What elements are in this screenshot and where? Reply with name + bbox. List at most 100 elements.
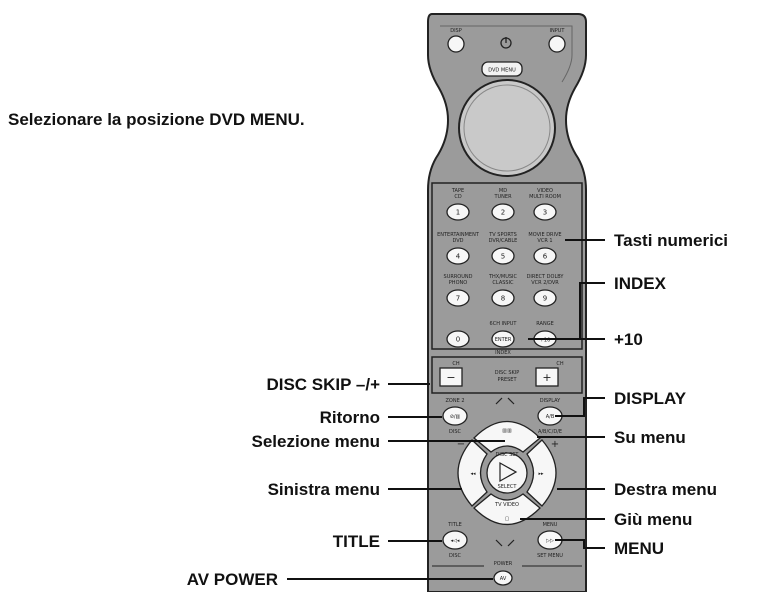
- label-plus10: +10: [614, 330, 643, 349]
- direction-pad: ▥▥ TV VIDEO ▢ ◂◂ ▸▸ DISC SET SELECT − +: [457, 397, 559, 547]
- svg-text:9: 9: [543, 295, 547, 303]
- svg-text:DIRECT DOLBY: DIRECT DOLBY: [527, 274, 565, 280]
- svg-text:+: +: [542, 371, 551, 384]
- down-menu-button[interactable]: [473, 493, 541, 526]
- disc-skip-minus-button[interactable]: −: [439, 367, 463, 387]
- svg-text:CLASSIC: CLASSIC: [492, 280, 514, 286]
- svg-text:SET MENU: SET MENU: [537, 553, 563, 559]
- dvd-menu-selector[interactable]: DVD MENU: [481, 61, 523, 77]
- svg-text:THX/MUSIC: THX/MUSIC: [488, 274, 518, 280]
- svg-text:+10: +10: [540, 338, 551, 344]
- key-0[interactable]: 0: [446, 330, 470, 348]
- svg-text:DISP: DISP: [450, 28, 462, 34]
- right-menu-button[interactable]: [526, 439, 557, 507]
- svg-text:DISC: DISC: [449, 429, 461, 435]
- svg-text:◂◂: ◂◂: [470, 471, 476, 477]
- label-display: DISPLAY: [614, 389, 687, 408]
- disp-button[interactable]: DISP: [447, 28, 465, 53]
- svg-text:6CH INPUT: 6CH INPUT: [490, 321, 518, 327]
- svg-text:−: −: [457, 439, 465, 450]
- svg-text:6: 6: [543, 253, 548, 261]
- keypad-panel: [431, 182, 583, 350]
- label-menu: MENU: [614, 539, 664, 558]
- svg-text:1: 1: [456, 209, 460, 217]
- svg-text:TV SPORTS: TV SPORTS: [488, 232, 517, 238]
- label-destra-menu: Destra menu: [614, 480, 717, 499]
- left-menu-button[interactable]: [457, 439, 488, 507]
- return-button[interactable]: ZONE 2 ⊘/▥ DISC: [442, 398, 468, 435]
- svg-text:DVR/CABLE: DVR/CABLE: [489, 238, 518, 244]
- svg-text:◂◁◂: ◂◁◂: [451, 538, 460, 544]
- label-selezione-menu: Selezione menu: [252, 432, 380, 451]
- instruction-text: Selezionare la posizione DVD MENU.: [8, 110, 305, 129]
- svg-text:5: 5: [501, 253, 505, 261]
- svg-text:ZONE 2: ZONE 2: [445, 398, 464, 404]
- svg-text:TITLE: TITLE: [447, 522, 462, 528]
- svg-text:2: 2: [501, 209, 505, 217]
- svg-text:▢: ▢: [505, 516, 510, 522]
- svg-text:TUNER: TUNER: [493, 194, 512, 200]
- svg-text:▥▥: ▥▥: [502, 428, 512, 434]
- svg-text:MULTI ROOM: MULTI ROOM: [529, 194, 561, 200]
- av-power-button[interactable]: POWER AV: [432, 561, 582, 586]
- label-index: INDEX: [614, 274, 667, 293]
- svg-text:▷▷: ▷▷: [546, 538, 554, 544]
- svg-text:▸▸: ▸▸: [538, 471, 544, 477]
- svg-text:CH: CH: [556, 361, 563, 367]
- svg-text:VCR 1: VCR 1: [537, 238, 552, 244]
- svg-text:PHONO: PHONO: [449, 280, 467, 286]
- svg-text:SURROUND: SURROUND: [444, 274, 473, 280]
- enter-button[interactable]: 6CH INPUT ENTER INDEX: [490, 321, 518, 356]
- svg-text:⊘/▥: ⊘/▥: [450, 414, 461, 420]
- svg-text:3: 3: [543, 209, 547, 217]
- svg-text:8: 8: [501, 295, 505, 303]
- svg-text:MOVIE DRIVE: MOVIE DRIVE: [528, 232, 561, 238]
- svg-text:DISC: DISC: [449, 553, 461, 559]
- svg-text:VCR 2/DVR: VCR 2/DVR: [531, 280, 559, 286]
- power-standby-icon[interactable]: [500, 37, 512, 49]
- svg-text:7: 7: [456, 295, 460, 303]
- svg-text:MD: MD: [499, 188, 507, 194]
- callout-labels: Tasti numerici INDEX +10 DISC SKIP –/+ D…: [187, 231, 728, 589]
- select-menu-button[interactable]: [486, 452, 528, 494]
- label-tasti-numerici: Tasti numerici: [614, 231, 728, 250]
- svg-text:CD: CD: [454, 194, 461, 200]
- label-su-menu: Su menu: [614, 428, 686, 447]
- jog-dial[interactable]: [458, 79, 556, 177]
- callout-lines: [287, 239, 605, 580]
- svg-text:DISC SET: DISC SET: [496, 452, 520, 458]
- svg-text:TAPE: TAPE: [451, 188, 464, 194]
- svg-text:CH: CH: [452, 361, 459, 367]
- plus10-button[interactable]: RANGE +10: [533, 321, 557, 348]
- svg-text:0: 0: [456, 336, 460, 344]
- svg-text:SELECT: SELECT: [498, 484, 518, 490]
- svg-text:INPUT: INPUT: [550, 28, 566, 34]
- svg-text:DVD: DVD: [452, 238, 463, 244]
- svg-text:4: 4: [456, 253, 461, 261]
- title-button[interactable]: TITLE ◂◁◂ DISC: [442, 522, 468, 559]
- disc-skip-plus-button[interactable]: +: [535, 367, 559, 387]
- input-button[interactable]: INPUT: [548, 28, 566, 53]
- label-sinistra-menu: Sinistra menu: [268, 480, 380, 499]
- svg-text:ENTERTAINMENT: ENTERTAINMENT: [437, 232, 480, 238]
- svg-text:VIDEO: VIDEO: [537, 188, 553, 194]
- svg-text:−: −: [446, 371, 455, 384]
- svg-text:AV: AV: [500, 576, 507, 582]
- play-icon: [499, 461, 518, 483]
- svg-text:ENTER: ENTER: [495, 337, 512, 343]
- svg-text:A/B: A/B: [546, 414, 555, 420]
